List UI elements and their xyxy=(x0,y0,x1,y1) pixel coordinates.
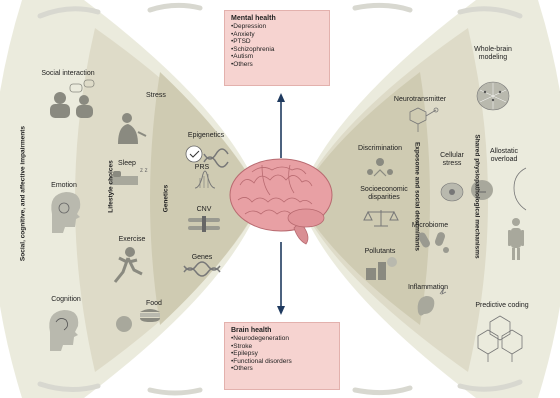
label-food: Food xyxy=(146,300,162,308)
cellular-stress-icon xyxy=(441,183,463,201)
label-socioeconomic-disparities: Socioeconomic disparities xyxy=(344,186,424,202)
brain-health-item: Stroke xyxy=(231,343,333,351)
mental-health-item: Autism xyxy=(231,53,323,61)
label-social-cognitive-affective: Social, cognitive, and affective impairm… xyxy=(20,119,27,269)
brain-health-item: Others xyxy=(231,365,333,373)
mental-health-title: Mental health xyxy=(231,15,323,22)
brain-health-item: Functional disorders xyxy=(231,358,333,366)
mental-health-item: Depression xyxy=(231,23,323,31)
label-exercise: Exercise xyxy=(119,236,146,244)
label-discrimination: Discrimination xyxy=(358,145,402,153)
arrow-down xyxy=(277,242,285,315)
label-genes: Genes xyxy=(192,254,213,262)
whole-brain-modeling-icon xyxy=(477,82,509,110)
label-sleep: Sleep xyxy=(118,160,136,168)
svg-text:z z: z z xyxy=(140,168,148,174)
label-stress: Stress xyxy=(146,92,166,100)
mental-health-item: Others xyxy=(231,61,323,69)
mental-health-item: Anxiety xyxy=(231,31,323,39)
label-cnv: CNV xyxy=(197,206,212,214)
label-inflammation: Inflammation xyxy=(408,284,448,292)
label-lifestyle-choices: Lifestyle choices xyxy=(108,152,115,222)
label-pollutants: Pollutants xyxy=(365,248,396,256)
label-social-interaction: Social interaction xyxy=(41,70,94,78)
mental-health-item: PTSD xyxy=(231,38,323,46)
label-neurotransmitter: Neurotransmitter xyxy=(394,96,446,104)
label-cellular-stress: Cellular stress xyxy=(435,152,469,168)
label-genetics: Genetics xyxy=(163,179,170,219)
brain-health-title: Brain health xyxy=(231,327,333,334)
label-cognition: Cognition xyxy=(51,296,81,304)
label-whole-brain-modeling: Whole-brain modeling xyxy=(463,46,523,62)
brain-health-box: Brain health Neurodegeneration Stroke Ep… xyxy=(224,322,340,390)
label-epigenetics: Epigenetics xyxy=(188,132,224,140)
mental-health-box: Mental health Depression Anxiety PTSD Sc… xyxy=(224,10,330,86)
label-shared-physiopathological-mechanisms: Shared physiopathological mechanisms xyxy=(474,132,481,262)
label-prs: PRS xyxy=(195,164,209,172)
arrow-up xyxy=(277,93,285,158)
label-allostatic-overload: Allostatic overload xyxy=(482,148,526,164)
label-microbiome: Microbiome xyxy=(412,222,448,230)
label-emotion: Emotion xyxy=(51,182,77,190)
label-exposome-social-determinants: Exposome and social determinants xyxy=(414,142,421,252)
brain-health-item: Epilepsy xyxy=(231,350,333,358)
brain-health-item: Neurodegeneration xyxy=(231,335,333,343)
mental-health-item: Schizophrenia xyxy=(231,46,323,54)
label-predictive-coding: Predictive coding xyxy=(475,302,528,310)
